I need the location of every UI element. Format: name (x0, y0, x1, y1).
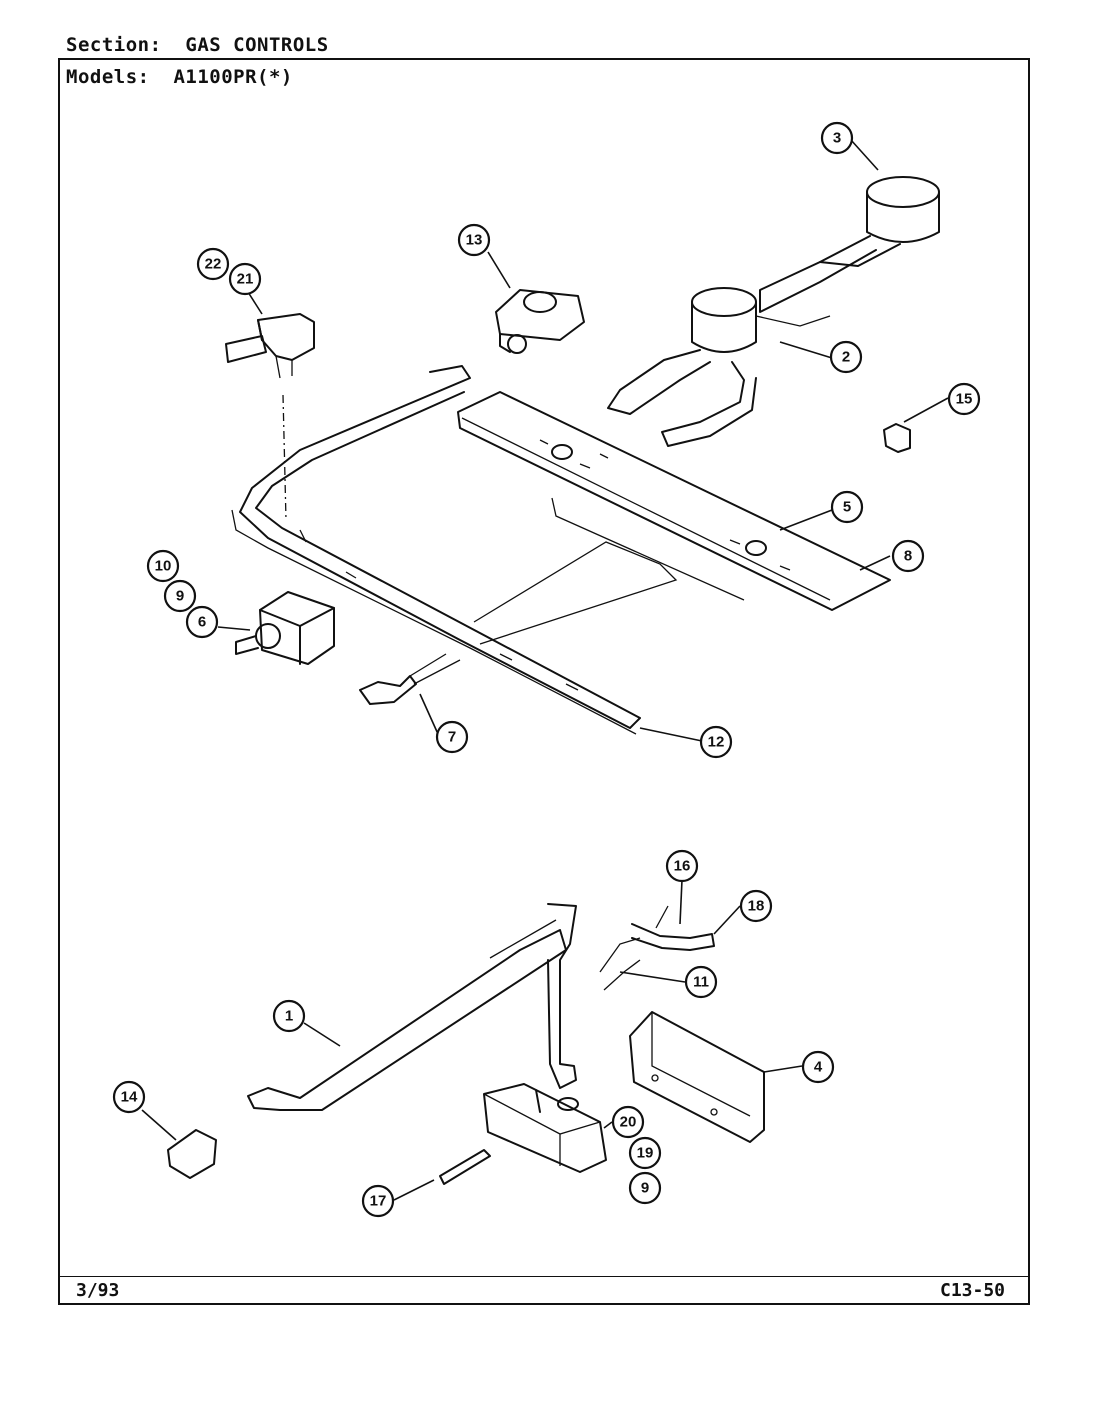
svg-text:12: 12 (708, 734, 725, 751)
callout-14: 13 (457, 223, 491, 257)
diagram-frame (58, 58, 1030, 1305)
callout-16: 16 (665, 849, 699, 883)
callout-15: 15 (947, 382, 981, 416)
svg-text:11: 11 (693, 974, 709, 991)
section-heading: Section: GAS CONTROLS (66, 34, 329, 56)
part-bracket (629, 1011, 765, 1143)
callout-13: 12 (699, 725, 733, 759)
callout-7: 7 (435, 720, 469, 754)
callout-10: 10 (146, 549, 180, 583)
callout-9: 9 (163, 579, 197, 613)
svg-text:5: 5 (843, 499, 851, 516)
svg-text:9: 9 (176, 588, 184, 605)
part-switch (225, 313, 315, 521)
svg-text:17: 17 (370, 1193, 387, 1210)
callout-19: 19 (628, 1136, 662, 1170)
part-oven-thermostat (483, 1083, 607, 1173)
svg-text:19: 19 (637, 1145, 654, 1162)
callout-11: 11 (684, 965, 718, 999)
part-clip (883, 423, 911, 453)
callout-3: 3 (820, 121, 854, 155)
footer-page-code: C13-50 (940, 1280, 1006, 1301)
svg-text:14: 14 (121, 1089, 138, 1106)
svg-text:2: 2 (842, 349, 850, 366)
callout-1: 1 (272, 999, 306, 1033)
part-screw (439, 1149, 491, 1185)
part-pilot-tubing (473, 497, 745, 645)
callout-22: 22 (196, 247, 230, 281)
svg-text:21: 21 (237, 271, 254, 288)
part-top-burners (607, 176, 940, 447)
callout-17: 17 (361, 1184, 395, 1218)
footer-date: 3/93 (76, 1280, 120, 1301)
models-label: Models: (66, 66, 150, 88)
svg-text:13: 13 (466, 232, 483, 249)
svg-text:8: 8 (904, 548, 912, 565)
svg-text:3: 3 (833, 130, 841, 147)
callout-6: 6 (185, 605, 219, 639)
callout-18: 18 (739, 889, 773, 923)
svg-text:18: 18 (748, 898, 765, 915)
part-small-bracket (167, 1129, 217, 1179)
part-thermostat (235, 591, 335, 665)
leader-lines (141, 139, 949, 1201)
part-manifold-bracket (457, 391, 891, 611)
callout-21: 21 (228, 262, 262, 296)
svg-text:22: 22 (205, 256, 222, 273)
section-value: GAS CONTROLS (185, 34, 329, 56)
section-label: Section: (66, 34, 162, 56)
svg-text:6: 6 (198, 614, 206, 631)
part-igniter (359, 653, 461, 705)
models-value: A1100PR(*) (173, 66, 293, 88)
callout-8: 8 (891, 539, 925, 573)
callout-12: 14 (112, 1080, 146, 1114)
models-heading: Models: A1100PR(*) (66, 66, 293, 88)
callout-2: 2 (829, 340, 863, 374)
callout-9b: 9 (628, 1171, 662, 1205)
part-valve-block (495, 289, 585, 354)
svg-text:7: 7 (448, 729, 456, 746)
callout-20: 20 (611, 1105, 645, 1139)
svg-text:15: 15 (956, 391, 973, 408)
svg-text:16: 16 (674, 858, 691, 875)
svg-text:4: 4 (814, 1059, 823, 1076)
footer-divider (58, 1276, 1030, 1277)
svg-text:9: 9 (641, 1180, 649, 1197)
svg-text:20: 20 (620, 1114, 637, 1131)
part-burner-frame (231, 365, 641, 735)
svg-text:1: 1 (285, 1008, 293, 1025)
callout-5: 5 (830, 490, 864, 524)
svg-text:10: 10 (155, 558, 172, 575)
callout-4: 4 (801, 1050, 835, 1084)
part-oven-burner (247, 903, 577, 1111)
